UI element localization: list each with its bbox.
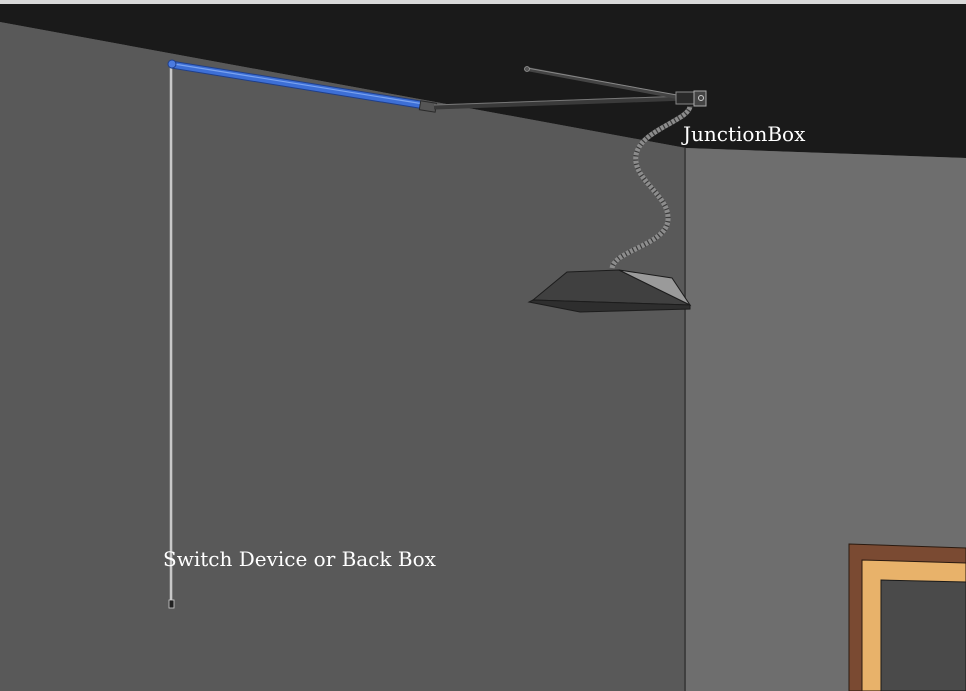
flexible-conduit-ridges: [609, 105, 693, 269]
junction-box[interactable]: [675, 90, 707, 107]
ceiling-plane: [0, 4, 966, 158]
branch-conduit-edge: [526, 67, 689, 98]
selected-conduit-highlight: [173, 63, 431, 106]
conduit-to-junction[interactable]: [433, 95, 687, 110]
viewport-top-edge: [0, 0, 966, 4]
conduit-elbow: [167, 59, 177, 69]
conduit-coupling: [418, 100, 438, 113]
branch-conduit[interactable]: [526, 67, 689, 101]
switch-device-label: Switch Device or Back Box: [163, 547, 437, 571]
conduit-to-junction-edge: [433, 95, 687, 106]
door-frame[interactable]: [848, 543, 966, 691]
junction-box-label: JunctionBox: [681, 122, 806, 146]
light-fixture[interactable]: [527, 269, 692, 313]
branch-conduit-end: [524, 66, 530, 72]
switch-back-box[interactable]: [168, 599, 175, 609]
